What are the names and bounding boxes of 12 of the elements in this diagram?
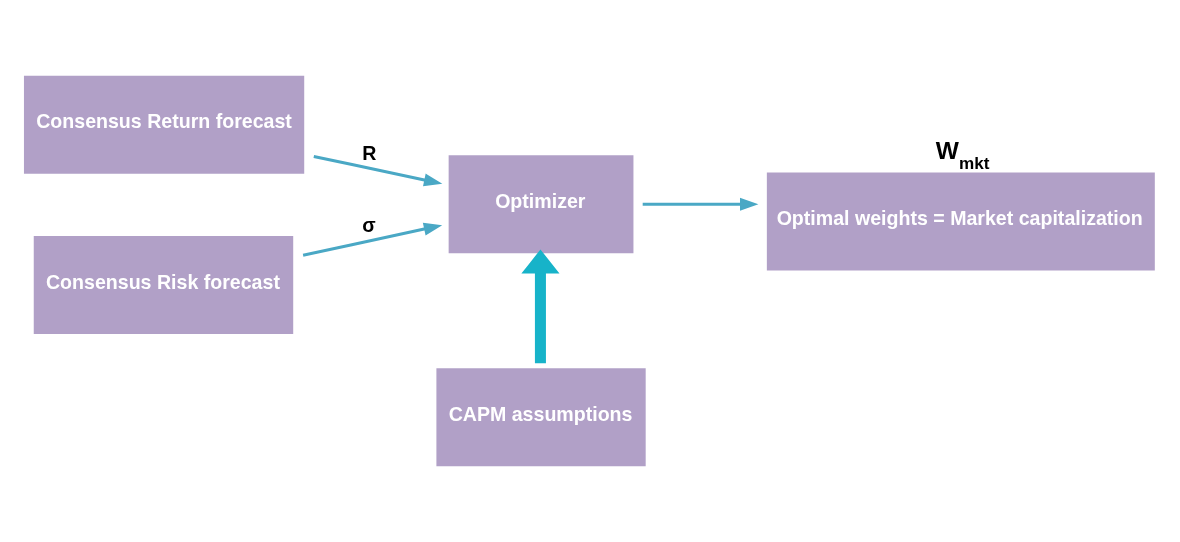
arrow	[313, 154, 443, 187]
node-box: CAPM assumptions	[436, 368, 646, 467]
node-box: Consensus Risk forecast	[33, 236, 294, 335]
node-box: Consensus Return forecast	[23, 75, 305, 174]
edge-label: σ	[362, 214, 376, 237]
arrow	[642, 197, 759, 211]
node-label: W$_{mkt}$	[935, 137, 990, 174]
edge-label: R	[362, 141, 377, 164]
node-box: Optimizer	[448, 155, 634, 254]
arrow	[521, 249, 560, 364]
node-box: Optimal weights = Market capitalization	[766, 172, 1155, 271]
arrow	[302, 222, 443, 257]
